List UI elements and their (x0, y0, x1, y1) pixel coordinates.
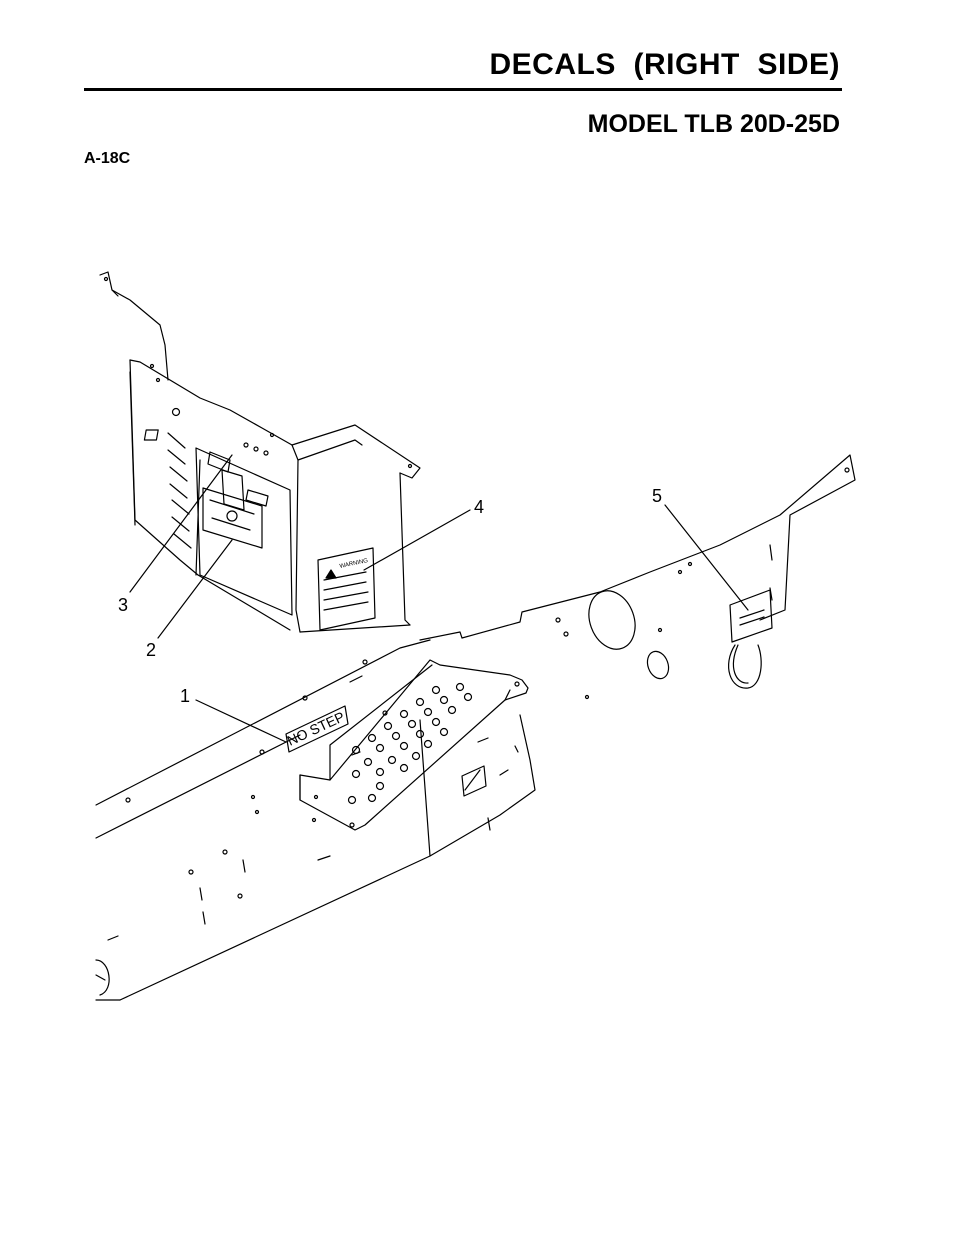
page-title: DECALS (RIGHT SIDE) (489, 48, 840, 81)
callout-5: 5 (652, 486, 662, 506)
callout-1: 1 (180, 686, 190, 706)
step-holes (347, 682, 473, 805)
step-plate (299, 659, 529, 831)
fender-console: WARNING (99, 271, 421, 633)
warning-decal-text: WARNING (339, 558, 369, 570)
callout-2: 2 (146, 640, 156, 660)
callout-leaders (129, 454, 749, 743)
callout-4: 4 (474, 497, 484, 517)
frame-rail: NO STEP (95, 454, 856, 1001)
model-title: MODEL TLB 20D-25D (587, 110, 840, 138)
title-rule (84, 88, 842, 91)
callout-3: 3 (118, 595, 128, 615)
page-code: A-18C (84, 150, 131, 167)
